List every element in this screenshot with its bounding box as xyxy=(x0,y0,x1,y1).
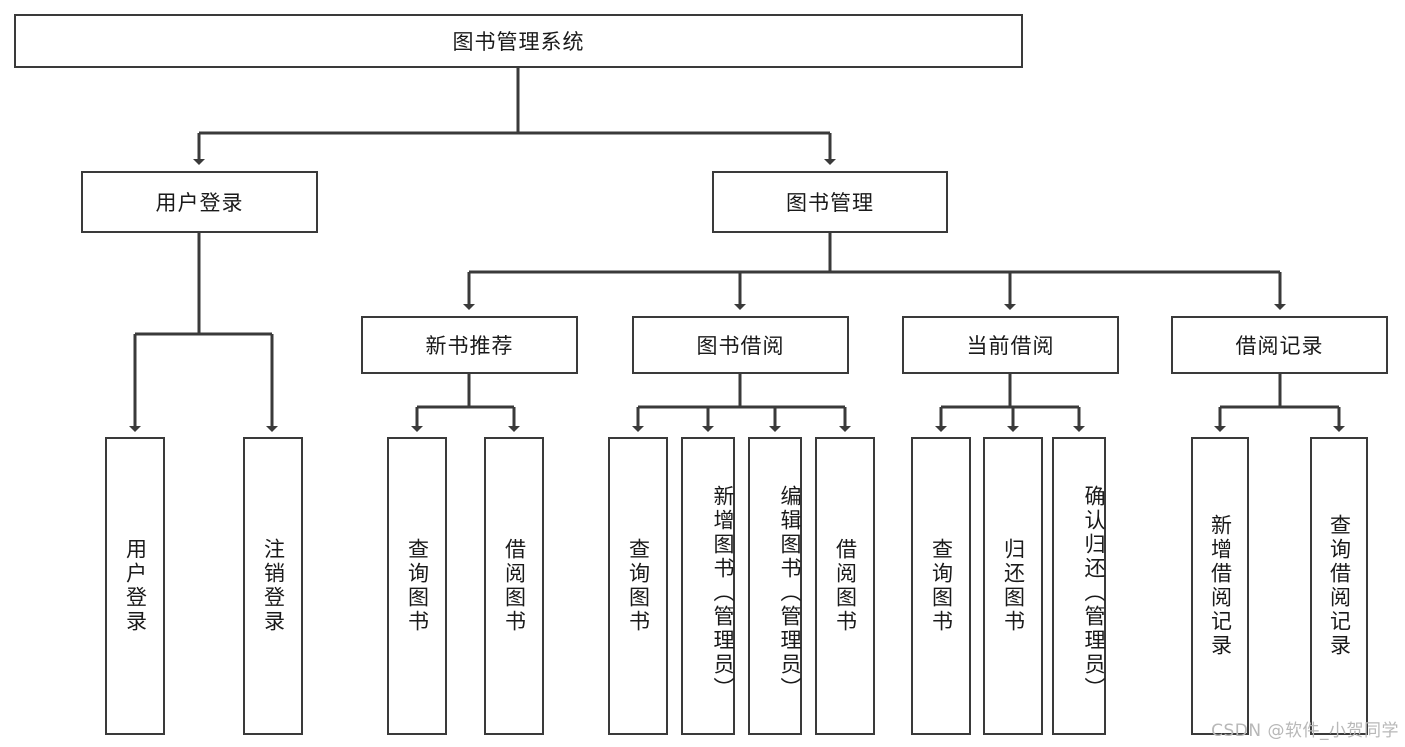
node-new-book-recommend[interactable]: 新书推荐 xyxy=(361,316,578,374)
node-borrow-record[interactable]: 借阅记录 xyxy=(1171,316,1388,374)
leaf-query-book-borrow[interactable]: 查询图书 xyxy=(608,437,668,735)
csdn-watermark: CSDN @软件_小贺同学 xyxy=(1211,721,1399,741)
node-label: 查询借阅记录 xyxy=(1327,514,1352,658)
node-label: 图书管理系统 xyxy=(452,30,585,54)
leaf-borrow-book[interactable]: 借阅图书 xyxy=(815,437,875,735)
node-label: 编辑图书（管理员） xyxy=(778,485,802,701)
node-label: 查询图书 xyxy=(626,538,651,634)
leaf-query-book-current[interactable]: 查询图书 xyxy=(911,437,971,735)
node-label: 新书推荐 xyxy=(425,334,514,358)
leaf-edit-book-admin[interactable]: 编辑图书（管理员） xyxy=(748,437,802,735)
leaf-user-login[interactable]: 用户登录 xyxy=(105,437,165,735)
node-label: 注销登录 xyxy=(261,538,286,634)
node-label: 用户登录 xyxy=(155,191,244,215)
node-label: 查询图书 xyxy=(405,538,430,634)
node-book-management[interactable]: 图书管理 xyxy=(712,171,948,233)
leaf-add-book-admin[interactable]: 新增图书（管理员） xyxy=(681,437,735,735)
node-label: 用户登录 xyxy=(123,538,148,634)
leaf-query-borrow-record[interactable]: 查询借阅记录 xyxy=(1310,437,1368,735)
node-label: 查询图书 xyxy=(929,538,954,634)
node-label: 新增借阅记录 xyxy=(1208,514,1233,658)
node-current-borrow[interactable]: 当前借阅 xyxy=(902,316,1119,374)
node-label: 图书借阅 xyxy=(696,334,785,358)
node-label: 确认归还（管理员） xyxy=(1082,485,1106,701)
node-user-login[interactable]: 用户登录 xyxy=(81,171,318,233)
leaf-add-borrow-record[interactable]: 新增借阅记录 xyxy=(1191,437,1249,735)
node-label: 借阅记录 xyxy=(1235,334,1324,358)
node-label: 借阅图书 xyxy=(502,538,527,634)
leaf-query-book-recommend[interactable]: 查询图书 xyxy=(387,437,447,735)
node-book-borrow[interactable]: 图书借阅 xyxy=(632,316,849,374)
leaf-return-book[interactable]: 归还图书 xyxy=(983,437,1043,735)
node-label: 图书管理 xyxy=(786,191,874,215)
node-root-book-management-system[interactable]: 图书管理系统 xyxy=(14,14,1023,68)
node-label: 新增图书（管理员） xyxy=(711,485,735,701)
node-label: 归还图书 xyxy=(1001,538,1026,634)
node-label: 当前借阅 xyxy=(966,334,1055,358)
node-label: 借阅图书 xyxy=(833,538,858,634)
leaf-logout-login[interactable]: 注销登录 xyxy=(243,437,303,735)
leaf-confirm-return-admin[interactable]: 确认归还（管理员） xyxy=(1052,437,1106,735)
leaf-borrow-book-recommend[interactable]: 借阅图书 xyxy=(484,437,544,735)
